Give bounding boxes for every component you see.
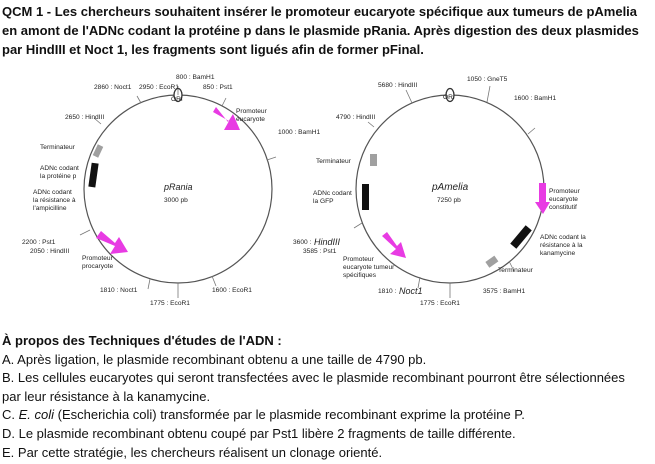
pamelia-terminateur-bot-label: Terminateur — [498, 267, 534, 274]
pamelia-terminateur-top-label: Terminateur — [316, 158, 352, 165]
prania-noct1-2860: 2860 : Noct1 — [94, 84, 132, 91]
prania-adnc-p-label-1: ADNc codant — [40, 165, 79, 172]
answer-a: A. Après ligation, le plasmide recombina… — [2, 351, 427, 367]
answer-d: D. Le plasmide recombinant obtenu coupé … — [2, 425, 516, 441]
pamelia-terminateur-top-box — [370, 154, 377, 166]
pamelia-noct1-1810-handwritten: Noct1 — [399, 286, 423, 296]
pamelia-prom-tum-label-1: Promoteur — [343, 256, 375, 263]
pamelia-adnc-kan-box — [510, 225, 532, 249]
prania-bamh1-850: 850 : Pst1 — [203, 84, 233, 91]
prania-terminateur-label: Terminateur — [40, 144, 76, 151]
question-statement: QCM 1 - Les chercheurs souhaitent insére… — [2, 4, 639, 57]
pamelia-size: 7250 pb — [437, 197, 461, 204]
pamelia-ori-label: ORI — [443, 94, 455, 101]
prania-promoteur-prok-label-2: procaryote — [82, 263, 113, 270]
pamelia-noct1-1810-number: 1810 : — [378, 288, 397, 295]
answer-b-line1: B. Les cellules eucaryotes qui seront tr… — [2, 370, 625, 386]
answers-heading: À propos des Techniques d'études de l'AD… — [2, 333, 282, 348]
prania-terminateur-box — [92, 144, 104, 158]
pamelia-prom-const-label-2: eucaryote — [549, 196, 578, 203]
answers-block: À propos des Techniques d'études de l'AD… — [2, 332, 652, 462]
pamelia-hindiii-3600-handwritten: HindIII — [314, 237, 341, 247]
plasmid-diagrams: 800 : BamH1 2860 : Noct1 2950 : EcoR1 85… — [22, 74, 586, 307]
prania-size: 3000 pb — [164, 197, 188, 204]
prania-promoteur-euk-label-2: eucaryote — [236, 116, 265, 123]
pamelia-adnc-gfp-box — [362, 184, 369, 210]
prania-bamh1-800: 800 : BamH1 — [176, 74, 215, 81]
pamelia-hindiii-5680: 5680 : HindIII — [378, 82, 417, 89]
pamelia-bamh1-1600: 1600 : BamH1 — [514, 95, 556, 102]
prania-promoteur-procaryote-arrow — [96, 231, 128, 254]
prania-adnc-amp-label-3: l'ampicilline — [33, 205, 67, 212]
pamelia-site-ticks — [353, 85, 536, 298]
pamelia-gnet5-1050: 1050 : GneT5 — [467, 76, 508, 83]
pamelia-hindiii-4790: 4790 : HindIII — [336, 114, 375, 121]
pamelia-map: 5680 : HindIII 1050 : GneT5 ORI 1600 : B… — [293, 76, 586, 307]
prania-ori-label: ORI — [171, 96, 183, 103]
pamelia-promoteur-constitutif-arrow — [535, 183, 550, 214]
pamelia-adnc-kan-label-2: résistance à la — [540, 242, 583, 249]
answer-c-rest: (Escherichia coli) transformée par le pl… — [54, 407, 525, 423]
prania-hindiii-2050: 2050 : HindIII — [30, 248, 69, 255]
pamelia-adnc-kan-label-3: kanamycine — [540, 250, 576, 257]
answer-c-italic: E. coli — [18, 407, 55, 423]
pamelia-prom-tum-label-3: spécifiques — [343, 272, 377, 279]
prania-promoteur-euk-label-1: Promoteur — [236, 108, 268, 115]
answer-e: E. Par cette stratégie, les chercheurs r… — [2, 444, 383, 460]
pamelia-terminateur-bot-box — [485, 255, 499, 268]
prania-adnc-amp-label-2: la résistance à — [33, 197, 76, 204]
pamelia-name: pAmelia — [431, 182, 469, 193]
pamelia-adnc-kan-label-1: ADNc codant la — [540, 234, 586, 241]
pamelia-hindiii-3600-number: 3600 : — [293, 239, 312, 246]
prania-ecor1-2950: 2950 : EcoR1 — [139, 84, 179, 91]
prania-name: pRania — [163, 182, 193, 192]
pamelia-ecor1-1775: 1775 : EcoR1 — [420, 300, 460, 307]
prania-bamh1-1000: 1000 : BamH1 — [278, 129, 320, 136]
pamelia-bamh1-3575: 3575 : BamH1 — [483, 288, 525, 295]
prania-pst1-2200: 2200 : Pst1 — [22, 239, 56, 246]
pamelia-pst1-3585: 3585 : Pst1 — [303, 248, 337, 255]
prania-ecor1-1775: 1775 : EcoR1 — [150, 300, 190, 307]
prania-map: 800 : BamH1 2860 : Noct1 2950 : EcoR1 85… — [22, 74, 320, 307]
prania-ecor1-1600: 1600 : EcoR1 — [212, 287, 252, 294]
prania-adnc-p-label-2: la protéine p — [40, 173, 77, 180]
prania-promoteur-eucaryote-arrow — [213, 107, 240, 130]
prania-noct1-1810: 1810 : Noct1 — [100, 287, 138, 294]
pamelia-prom-const-label-1: Promoteur — [549, 188, 581, 195]
answer-c: C. E. coli (Escherichia coli) transformé… — [2, 406, 652, 425]
pamelia-prom-tum-label-2: eucaryote tumeur — [343, 264, 395, 271]
answer-c-prefix: C. — [2, 407, 19, 423]
pamelia-prom-const-label-3: constitutif — [549, 204, 577, 211]
pamelia-ori-marker — [445, 87, 455, 103]
prania-site-ticks — [79, 86, 277, 298]
answer-b-line2: par leur résistance à la kanamycine. — [2, 388, 211, 404]
pamelia-promoteur-tumeur-arrow — [382, 232, 406, 258]
prania-adnc-amp-label-1: ADNc codant — [33, 189, 72, 196]
prania-adnc-p-box — [88, 162, 99, 188]
prania-promoteur-prok-label-1: Promoteur — [82, 255, 114, 262]
prania-hindiii-2650: 2650 : HindIII — [65, 114, 104, 121]
pamelia-adnc-gfp-label-1: ADNc codant — [313, 190, 352, 197]
pamelia-adnc-gfp-label-2: la GFP — [313, 198, 334, 205]
